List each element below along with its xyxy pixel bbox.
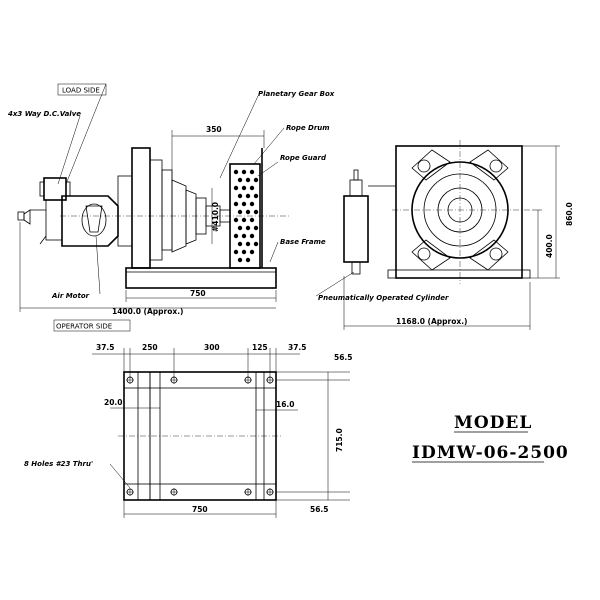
dim-750-side: 750 — [190, 289, 206, 298]
dim-56-5-top: 56.5 — [334, 353, 353, 362]
model-heading: MODEL — [454, 413, 532, 433]
planetary-gear-box-label: Planetary Gear Box — [258, 90, 335, 98]
air-motor-label: Air Motor — [51, 292, 90, 300]
dim-300: 300 — [204, 343, 220, 352]
rope-drum-label: Rope Drum — [286, 124, 330, 132]
pneumatic-cylinder-label: Pneumatically Operated Cylinder — [318, 294, 449, 302]
dim-350: 350 — [206, 125, 222, 134]
dim-250: 250 — [142, 343, 158, 352]
dim-37-5-left: 37.5 — [96, 343, 115, 352]
dim-125: 125 — [252, 343, 268, 352]
operator-side-label: OPERATOR SIDE — [56, 323, 112, 331]
dim-16: 16.0 — [276, 400, 295, 409]
dim-drum-diameter: #410.0 — [211, 202, 220, 232]
dim-1400: 1400.0 (Approx.) — [112, 307, 184, 316]
dim-750-plan: 750 — [192, 505, 208, 514]
holes-label: 8 Holes #23 Thru' — [24, 460, 93, 468]
model-title-block: MODEL IDMW-06-2500 — [412, 413, 569, 463]
plan-view: 37.5 250 300 125 37.5 56.5 20.0 16.0 715… — [24, 343, 353, 518]
dim-20: 20.0 — [104, 398, 123, 407]
dim-56-5-bottom: 56.5 — [310, 505, 329, 514]
dim-715: 715.0 — [335, 428, 344, 452]
base-frame-label: Base Frame — [280, 238, 326, 246]
dim-860: 860.0 — [565, 202, 574, 226]
dim-1168: 1168.0 (Approx.) — [396, 317, 468, 326]
load-side-label: LOAD SIDE — [62, 87, 100, 95]
mounting-holes — [126, 376, 274, 496]
end-view: 860.0 400.0 Pneumatically Operated Cylin… — [315, 140, 574, 330]
rope-guard-mesh — [233, 169, 259, 263]
rope-guard-label: Rope Guard — [280, 154, 327, 162]
dim-37-5-right: 37.5 — [288, 343, 307, 352]
side-elevation-view: LOAD SIDE 4x3 Way D.C.Valve Planetary Ge… — [8, 83, 335, 332]
dim-400: 400.0 — [545, 234, 554, 258]
dc-valve-label: 4x3 Way D.C.Valve — [8, 110, 81, 118]
model-number: IDMW-06-2500 — [412, 443, 569, 463]
